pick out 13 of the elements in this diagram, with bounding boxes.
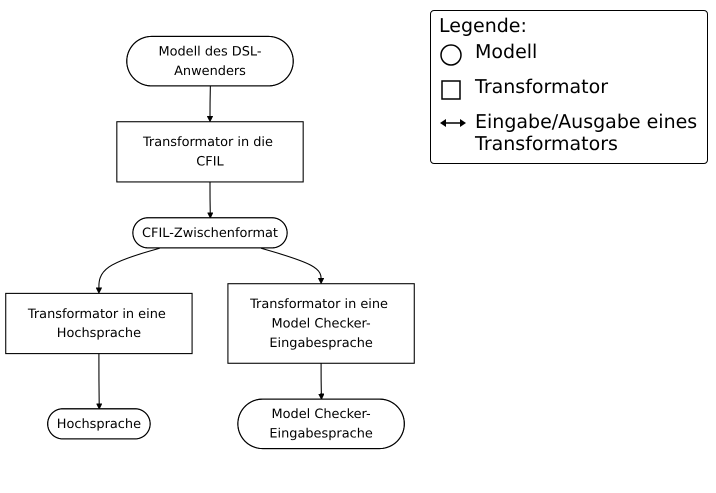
arrow [206, 86, 214, 122]
arrow [96, 248, 160, 294]
node-box: Transformator in die CFIL [116, 121, 304, 182]
legend-label: Eingabe/Ausgabe eines Transformators [475, 111, 698, 155]
arrow [260, 248, 324, 284]
node-box: Transformator in eine Hochsprache [5, 292, 193, 354]
arrow [318, 363, 324, 400]
node-box: Transformator in eine Model Checker-Eingabesprache [227, 283, 415, 364]
legend-title: Legende: [439, 15, 527, 37]
arrow [96, 354, 102, 410]
legend-label: Modell [475, 41, 538, 63]
arrow [207, 182, 214, 218]
legend-label: Transformator [475, 76, 608, 98]
